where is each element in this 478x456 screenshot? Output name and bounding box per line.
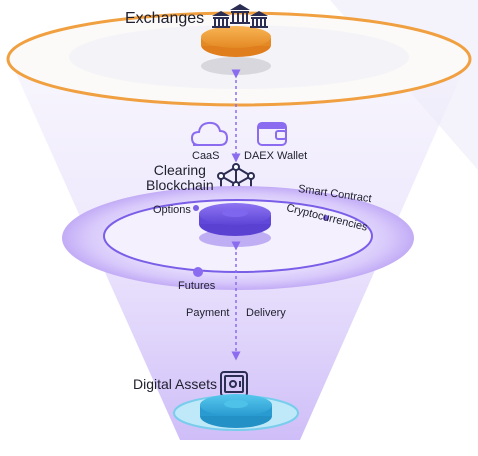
bank-icon	[212, 4, 268, 28]
clearing-title-line2: Blockchain	[146, 177, 214, 193]
clearing-disc-center	[222, 209, 248, 217]
exchanges-disc-top	[201, 26, 271, 48]
futures-label: Futures	[178, 280, 216, 292]
exchanges-label: Exchanges	[125, 10, 205, 27]
clearing-blockchain-title: Clearing Blockchain	[146, 163, 214, 193]
futures-dot	[193, 267, 203, 277]
payment-label: Payment	[186, 307, 230, 319]
clearing-title-line1: Clearing	[153, 162, 206, 178]
options-label: Options	[153, 204, 191, 216]
delivery-label: Delivery	[246, 307, 286, 319]
daex-wallet-label: DAEX Wallet	[244, 150, 308, 162]
caas-label: CaaS	[192, 150, 220, 162]
exchanges-disc-shadow	[201, 57, 271, 75]
digital-assets-disc-center	[224, 400, 248, 408]
wallet-icon	[257, 122, 287, 146]
options-dot	[193, 205, 199, 211]
cryptocurrencies-dot	[323, 215, 329, 221]
cloud-icon	[190, 121, 229, 146]
digital-assets-label: Digital Assets	[133, 376, 218, 392]
exchanges-ring-inner	[69, 25, 409, 89]
